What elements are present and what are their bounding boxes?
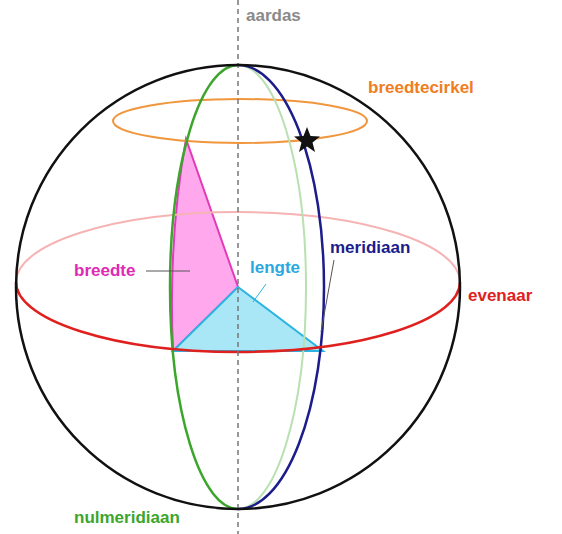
- prime-meridian: [170, 65, 238, 509]
- latitude-circle: [113, 99, 367, 143]
- leader-line: [321, 260, 334, 332]
- latitude-circle-label: breedtecirkel: [368, 78, 474, 98]
- axis-label: aardas: [246, 6, 301, 26]
- prime-meridian-label: nulmeridiaan: [74, 508, 180, 528]
- equator-label: evenaar: [468, 286, 532, 306]
- leader-line: [146, 271, 190, 272]
- leader-line: [253, 284, 266, 302]
- meridian-label: meridiaan: [330, 238, 410, 258]
- latitude-label: breedte: [74, 261, 135, 281]
- longitude-angle: [173, 287, 323, 351]
- meridian: [238, 65, 324, 509]
- longitude-label: lengte: [250, 258, 300, 278]
- globe-outline: [16, 65, 460, 509]
- prime-meridian-back: [238, 65, 306, 509]
- location-star: [294, 127, 320, 152]
- earth-axis: [237, 0, 239, 534]
